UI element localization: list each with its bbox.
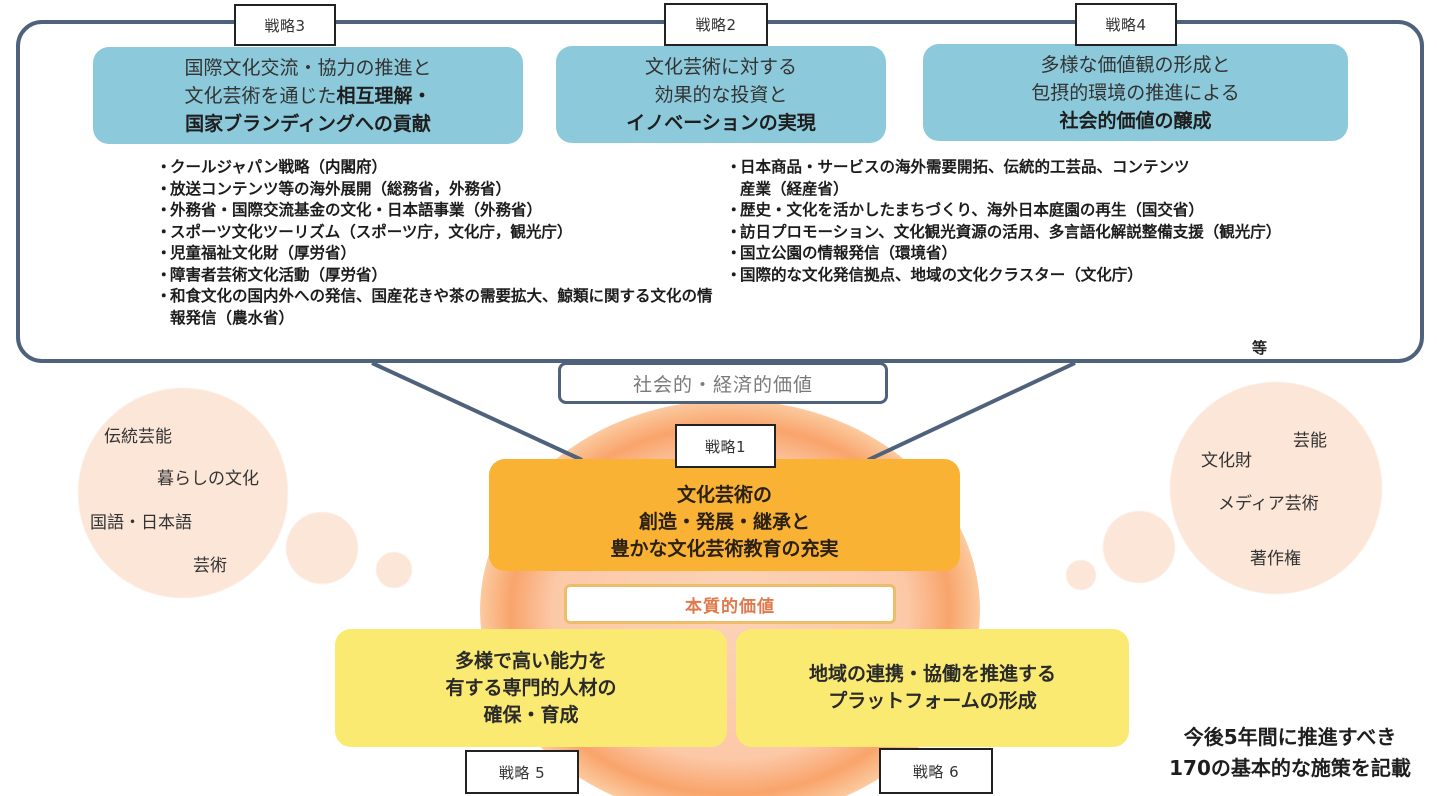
strategy1-line1: 文化芸術の — [676, 483, 772, 506]
policy-item: 放送コンテンツ等の海外展開（総務省，外務省） — [156, 179, 721, 201]
strategy2-line3: イノベーションの実現 — [626, 111, 816, 134]
bubble-word-performing-arts: 芸能 — [1293, 431, 1327, 451]
left-large-bubble — [78, 388, 288, 598]
right-medium-bubble — [1103, 511, 1175, 583]
strategy4-line3: 社会的価値の醸成 — [1059, 109, 1212, 132]
left-small-bubble — [376, 552, 412, 588]
strategy3-tag: 戦略3 — [234, 4, 336, 46]
strategy3-line1: 国際文化交流・協力の推進と — [184, 56, 432, 79]
strategy5-tag: 戦略 5 — [465, 750, 579, 794]
strategy1-line2: 創造・発展・継承と — [638, 510, 810, 533]
policy-item: 日本商品・サービスの海外需要開拓、伝統的工芸品、コンテンツ産業（経産省） — [726, 157, 1196, 200]
core-value-label: 本質的価値 — [564, 584, 896, 624]
bubble-word-copyright: 著作権 — [1250, 549, 1301, 569]
strategy3-line2-bold: 相互理解・ — [336, 84, 432, 107]
bubble-word-art: 芸術 — [193, 556, 227, 576]
bubble-word-living-culture: 暮らしの文化 — [157, 469, 259, 489]
strategy5-line2: 有する専門的人材の — [445, 676, 617, 699]
right-small-bubble — [1066, 560, 1096, 590]
summary-line1: 今後5年間に推進すべき — [1183, 725, 1397, 749]
strategy6-box: 地域の連携・協働を推進する プラットフォームの形成 — [736, 629, 1129, 747]
strategy1-line3: 豊かな文化芸術教育の充実 — [610, 537, 839, 560]
policy-item: 訪日プロモーション、文化観光資源の活用、多言語化解説整備支援（観光庁） — [726, 222, 1311, 244]
summary-text: 今後5年間に推進すべき 170の基本的な施策を記載 — [1140, 722, 1437, 784]
policy-item: 児童福祉文化財（厚労省） — [156, 243, 721, 265]
summary-line2: 170の基本的な施策を記載 — [1169, 756, 1411, 780]
policy-item: 障害者芸術文化活動（厚労省） — [156, 265, 721, 287]
strategy4-tag: 戦略4 — [1075, 3, 1177, 46]
strategy1-box: 文化芸術の 創造・発展・継承と 豊かな文化芸術教育の充実 — [489, 459, 960, 571]
right-large-bubble — [1170, 382, 1382, 594]
strategy1-tag: 戦略1 — [675, 424, 776, 468]
strategy3-line2: 文化芸術を通じた相互理解・ — [184, 82, 431, 110]
social-economic-value-label: 社会的・経済的価値 — [558, 362, 888, 404]
right-policy-list: 日本商品・サービスの海外需要開拓、伝統的工芸品、コンテンツ産業（経産省） 歴史・… — [726, 157, 1311, 286]
etc-label: 等 — [1252, 339, 1268, 357]
policy-item: 歴史・文化を活かしたまちづくり、海外日本庭園の再生（国交省） — [726, 200, 1311, 222]
bubble-word-cultural-property: 文化財 — [1201, 451, 1252, 471]
bubble-word-media-arts: メディア芸術 — [1218, 494, 1319, 514]
strategy6-tag: 戦略 6 — [879, 748, 993, 794]
strategy2-box: 文化芸術に対する 効果的な投資と イノベーションの実現 — [556, 46, 886, 143]
strategy2-line1: 文化芸術に対する — [644, 55, 797, 78]
strategy3-line2-normal: 文化芸術を通じた — [184, 84, 337, 107]
strategy4-line2: 包摂的環境の推進による — [1031, 81, 1240, 104]
policy-item: 国際的な文化発信拠点、地域の文化クラスター（文化庁） — [726, 265, 1311, 287]
policy-item: 国立公園の情報発信（環境省） — [726, 243, 1311, 265]
strategy4-box: 多様な価値観の形成と 包摂的環境の推進による 社会的価値の醸成 — [923, 44, 1348, 141]
strategy5-line3: 確保・育成 — [483, 703, 579, 726]
strategy6-line2: プラットフォームの形成 — [828, 690, 1037, 712]
strategy2-tag: 戦略2 — [664, 3, 768, 46]
policy-item: スポーツ文化ツーリズム（スポーツ庁，文化庁，観光庁） — [156, 222, 721, 244]
strategy3-box: 国際文化交流・協力の推進と 文化芸術を通じた相互理解・ 国家ブランディングへの貢… — [93, 47, 523, 144]
strategy5-line1: 多様で高い能力を — [454, 649, 607, 672]
left-medium-bubble — [286, 512, 358, 584]
policy-item: クールジャパン戦略（内閣府） — [156, 157, 721, 179]
policy-item: 外務省・国際交流基金の文化・日本語事業（外務省） — [156, 200, 721, 222]
bubble-word-japanese-language: 国語・日本語 — [90, 513, 192, 533]
strategy3-line3: 国家ブランディングへの貢献 — [185, 112, 431, 135]
bubble-word-traditional-arts: 伝統芸能 — [104, 427, 172, 447]
strategy6-line1: 地域の連携・協働を推進する — [808, 663, 1056, 685]
strategy5-box: 多様で高い能力を 有する専門的人材の 確保・育成 — [335, 629, 727, 747]
policy-item: 和食文化の国内外への発信、国産花きや茶の需要拡大、鯨類に関する文化の情報発信（農… — [156, 286, 721, 329]
strategy2-line2: 効果的な投資と — [654, 83, 788, 106]
strategy4-line1: 多様な価値観の形成と — [1040, 53, 1231, 76]
left-policy-list: クールジャパン戦略（内閣府） 放送コンテンツ等の海外展開（総務省，外務省） 外務… — [156, 157, 721, 329]
